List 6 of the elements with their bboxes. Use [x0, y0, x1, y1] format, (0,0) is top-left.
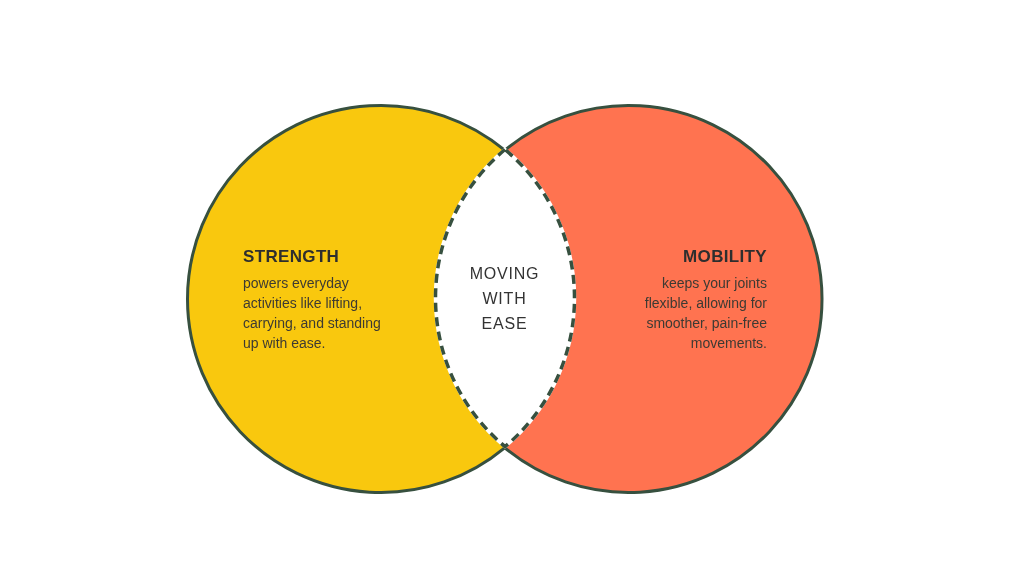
circle-heading: STRENGTH — [243, 247, 341, 267]
description-text: keeps your joints flexible, allowing for smoother, pain-free movements. — [643, 274, 767, 353]
overlap-lens — [432, 147, 577, 450]
overlap-label: MOVING WITH EASE — [468, 264, 541, 334]
circle-heading: MOBILITY — [682, 247, 767, 267]
description-text: powers everyday activities like lifting, carrying, and standing up with ease. — [243, 274, 382, 353]
